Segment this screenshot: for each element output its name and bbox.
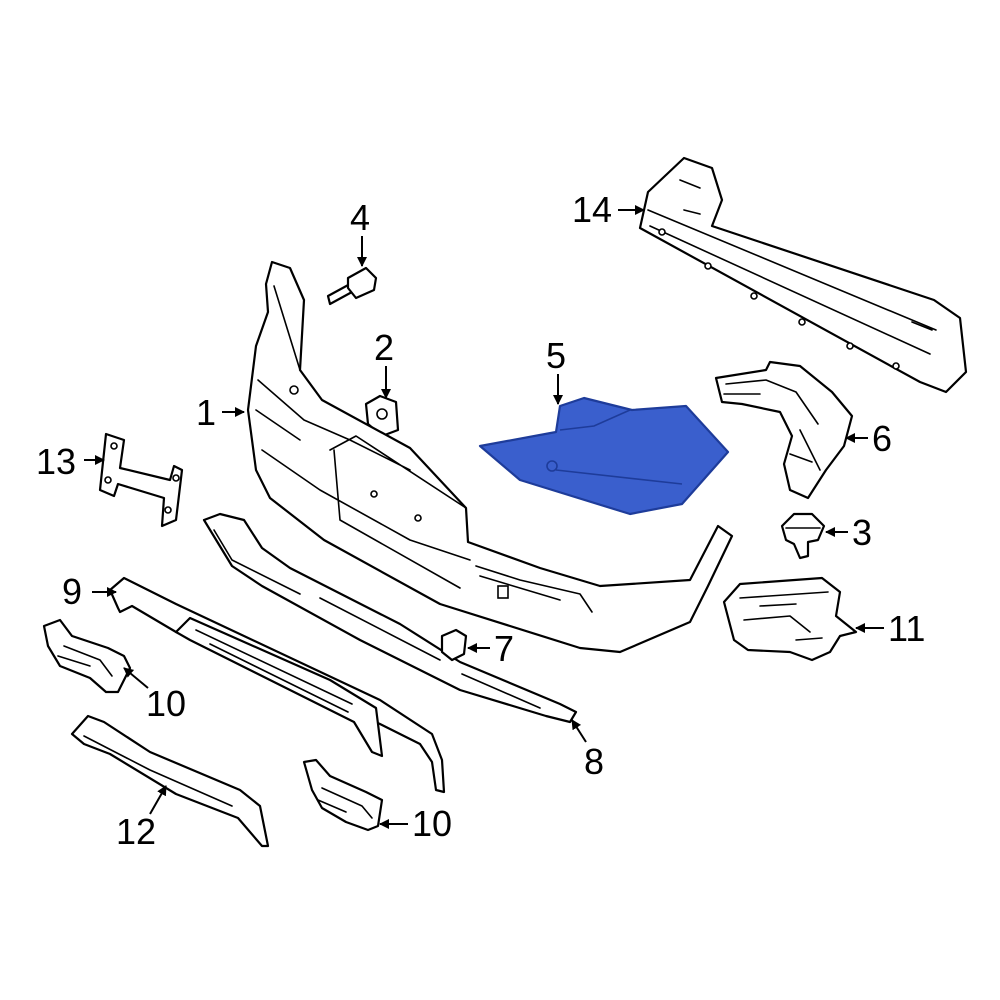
callout-9: 9 bbox=[62, 571, 82, 612]
part-9-diffuser-frame[interactable] bbox=[108, 576, 446, 794]
callout-8: 8 bbox=[584, 741, 604, 782]
callout-3: 3 bbox=[852, 512, 872, 553]
leader-10a bbox=[123, 667, 149, 689]
part-14-reinforcement-beam[interactable] bbox=[638, 156, 968, 394]
callout-13: 13 bbox=[36, 441, 76, 482]
callout-5: 5 bbox=[546, 335, 566, 376]
callout-1: 1 bbox=[196, 392, 216, 433]
part-12-lower-strip[interactable] bbox=[70, 714, 270, 848]
part-10-bracket-left[interactable] bbox=[42, 618, 132, 694]
callout-12: 12 bbox=[116, 811, 156, 852]
part-11-energy-absorber-bracket[interactable] bbox=[722, 576, 858, 662]
leader-lines bbox=[84, 205, 884, 829]
callout-6: 6 bbox=[872, 418, 892, 459]
part-3-push-clip[interactable] bbox=[780, 512, 826, 560]
part-1-bumper-cover[interactable] bbox=[246, 260, 734, 654]
callout-4: 4 bbox=[350, 197, 370, 238]
part-10-bracket-lower[interactable] bbox=[302, 758, 384, 832]
callout-11: 11 bbox=[888, 608, 925, 649]
leader-12 bbox=[149, 785, 167, 815]
callout-2: 2 bbox=[374, 327, 394, 368]
callout-labels: 1 2 3 4 5 6 7 8 9 10 10 11 12 13 14 bbox=[36, 189, 925, 852]
callout-10a: 10 bbox=[146, 683, 186, 724]
part-7-small-clip[interactable] bbox=[440, 628, 468, 662]
part-5-trim-panel[interactable] bbox=[478, 396, 730, 516]
part-13-mounting-bracket[interactable] bbox=[98, 432, 184, 528]
part-4-bolt[interactable] bbox=[326, 266, 378, 306]
callout-14: 14 bbox=[572, 189, 612, 230]
part-8-lower-molding[interactable] bbox=[202, 512, 578, 724]
callout-7: 7 bbox=[494, 628, 514, 669]
callout-10b: 10 bbox=[412, 803, 452, 844]
leader-8 bbox=[571, 719, 587, 743]
part-6-side-bracket[interactable] bbox=[714, 360, 854, 500]
